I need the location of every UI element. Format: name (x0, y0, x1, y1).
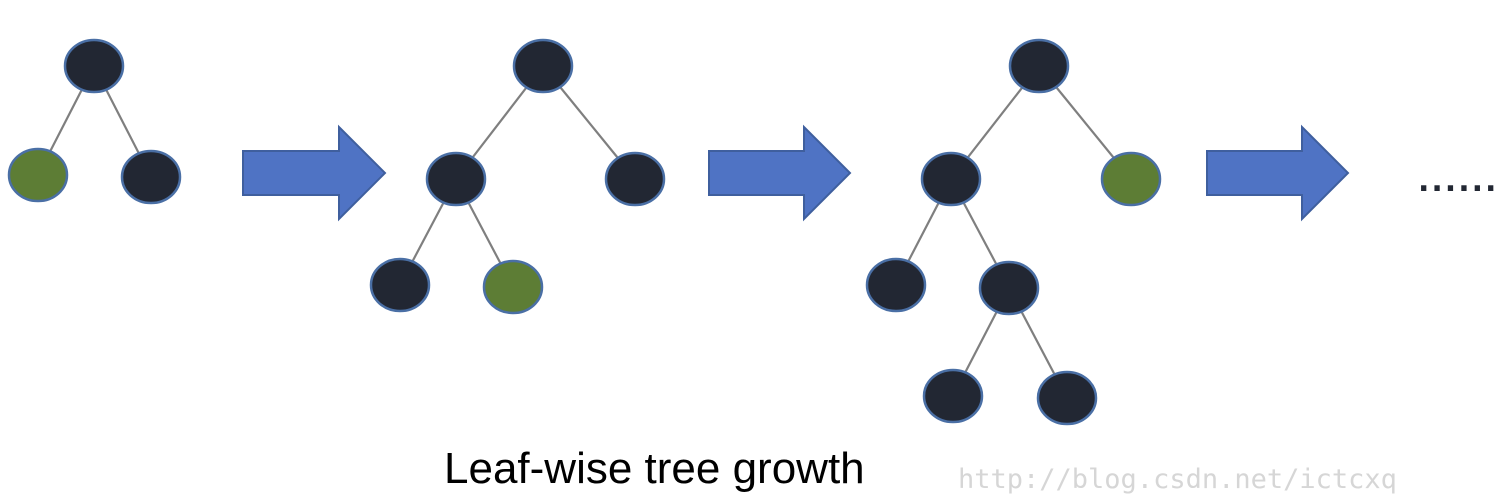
tree1-node-n1-highlighted-leaf (7, 147, 69, 203)
arrow-step-1-to-2 (242, 124, 387, 222)
nodes-layer (7, 38, 1162, 426)
arrow-step-3-to-continuation (1206, 124, 1350, 222)
arrows-layer (242, 124, 1350, 222)
tree3-node-n2-highlighted-leaf (1100, 151, 1162, 207)
continuation-ellipsis: ...... (1418, 164, 1498, 199)
diagram-caption: Leaf-wise tree growth (444, 444, 865, 493)
tree3-node-n6 (1036, 370, 1098, 426)
tree3-node-n4 (978, 260, 1040, 316)
tree3-node-n0 (1008, 38, 1070, 94)
tree1-node-n2 (120, 149, 182, 205)
tree2-node-n0 (512, 38, 574, 94)
tree1-node-n0 (63, 38, 125, 94)
arrow-step-2-to-3 (708, 124, 852, 222)
tree2-node-n1 (425, 151, 487, 207)
tree3-node-n1 (920, 151, 982, 207)
tree3-node-n5 (922, 368, 984, 424)
edges-layer (37, 65, 1132, 399)
tree2-node-n2 (604, 151, 666, 207)
watermark-text: http://blog.csdn.net/ictcxq (958, 464, 1397, 495)
tree2-node-n4-highlighted-leaf (482, 259, 544, 315)
tree3-node-n3 (865, 257, 927, 313)
tree2-node-n3 (369, 257, 431, 313)
